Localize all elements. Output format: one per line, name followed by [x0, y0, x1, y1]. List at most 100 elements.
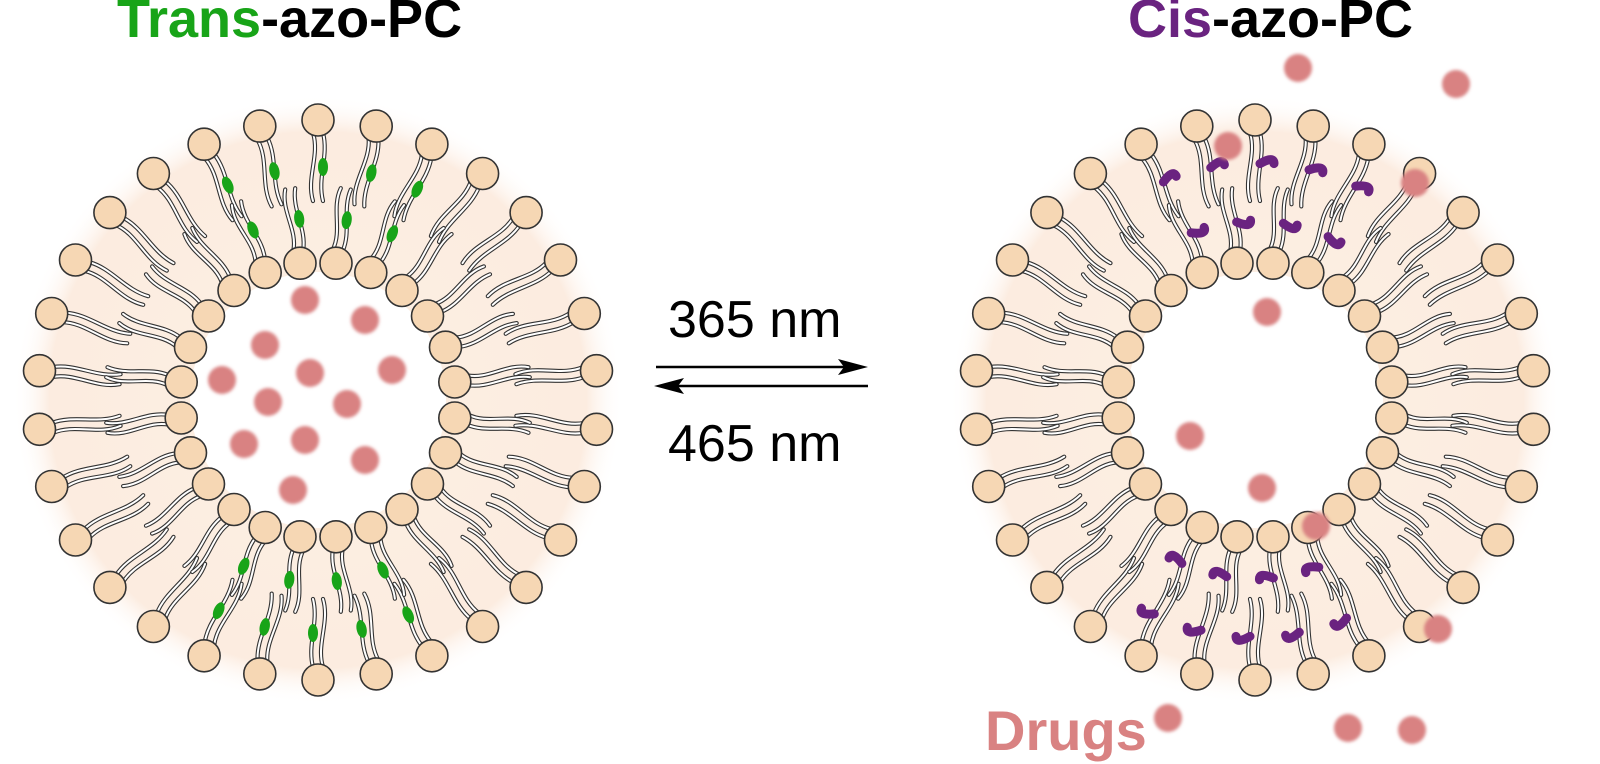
- lipid: [1347, 467, 1430, 536]
- lipid-head: [1238, 663, 1272, 697]
- lipid-tail-fill: [1082, 487, 1134, 527]
- lipid-tail-fill: [405, 227, 445, 279]
- drug-particle: [251, 331, 279, 359]
- lipid-tail-fill: [105, 413, 169, 425]
- lipid-tail-fill: [1220, 188, 1233, 252]
- lipid: [352, 109, 394, 209]
- lipid-tail-fill: [466, 423, 530, 434]
- lipid-head: [1030, 195, 1064, 230]
- lipid-tail-fill: [1058, 535, 1112, 584]
- lipid-tail-fill: [1428, 494, 1490, 531]
- lipid: [117, 435, 208, 489]
- lipid-head: [22, 412, 57, 447]
- lipid-tail-fill: [145, 273, 197, 313]
- lipid-head: [1185, 510, 1219, 545]
- forward-wavelength-label: 365 nm: [668, 291, 842, 349]
- lipid-tail-fill: [1376, 273, 1428, 313]
- lipid-head: [34, 469, 69, 504]
- lipid-tail-fill: [331, 187, 342, 251]
- lipid-tail-fill: [1349, 515, 1390, 567]
- lipid: [58, 493, 151, 557]
- lipid: [1080, 467, 1163, 536]
- lipid: [1124, 127, 1181, 223]
- lipid-tail-fill: [1025, 261, 1087, 298]
- lipid-tail-fill: [115, 224, 168, 272]
- lipid-head: [959, 353, 994, 388]
- lipid-tail-fill: [989, 424, 1059, 434]
- lipid-head: [1128, 467, 1163, 501]
- lipid: [1289, 109, 1330, 209]
- lipid-head: [242, 657, 277, 691]
- lipid-tail-fill: [1376, 487, 1428, 527]
- cis-azo-pc-title: Cis-azo-PC: [1128, 0, 1413, 46]
- lipid-head: [971, 469, 1006, 504]
- lipid-head: [509, 195, 543, 230]
- drug-particle: [333, 390, 361, 418]
- left-lipids: [22, 103, 614, 697]
- lipid-tail-fill: [1444, 455, 1512, 479]
- lipid-head: [1347, 299, 1382, 333]
- lipid-tail-fill: [987, 414, 1058, 424]
- cis-azo-group: [1351, 181, 1374, 197]
- lipid-tail-fill: [118, 452, 178, 478]
- lipid-tail-fill: [507, 455, 575, 479]
- drug-particle: [296, 359, 324, 387]
- lipid-head: [173, 330, 208, 365]
- lipid-tail-fill: [486, 261, 548, 298]
- lipid-tail-fill: [106, 422, 170, 435]
- trans-azo-group: [221, 176, 234, 194]
- trans-azo-group: [269, 162, 280, 180]
- drug-particle: [1284, 54, 1312, 82]
- lipid: [136, 156, 208, 244]
- lipid-head: [173, 435, 208, 470]
- lipid-tail-fill: [998, 455, 1066, 479]
- trans-azo-group: [356, 620, 367, 638]
- lipid-tail-fill: [393, 153, 423, 218]
- lipid-tail-fill: [1395, 322, 1455, 348]
- lipid-tail-fill: [240, 540, 266, 600]
- lipid: [1329, 127, 1386, 223]
- lipid: [143, 467, 226, 536]
- lipid-tail-fill: [64, 465, 132, 489]
- trans-azo-group: [259, 618, 270, 636]
- lipid-tail-fill: [121, 216, 175, 265]
- lipid-tail-fill: [1193, 138, 1210, 208]
- lipid-tail-fill: [1391, 312, 1451, 339]
- lipid: [1231, 596, 1272, 697]
- lipid-head: [242, 109, 277, 143]
- lipid: [22, 353, 123, 388]
- cis-label: Cis: [1128, 0, 1213, 49]
- lipid-tail-fill: [1441, 465, 1509, 489]
- lipid-tail-fill: [439, 273, 491, 313]
- lipid-tail-fill: [433, 494, 485, 535]
- lipid-tail-fill: [50, 375, 121, 386]
- lipid-tail-fill: [88, 502, 150, 539]
- lipid: [319, 519, 354, 614]
- lipid-tail-fill: [1150, 582, 1180, 647]
- lipid-tail-fill: [1423, 502, 1485, 539]
- lipid-tail-fill: [987, 375, 1058, 386]
- lipid-tail-fill: [1231, 549, 1242, 613]
- lipid: [1219, 186, 1256, 281]
- lipid-head: [1296, 657, 1330, 691]
- drug-particle: [279, 476, 307, 504]
- lipid-tail-fill: [145, 487, 197, 527]
- drug-particle: [291, 426, 319, 454]
- lipid: [283, 519, 317, 614]
- lipid-tail-fill: [191, 521, 231, 573]
- right-drugs: [1154, 54, 1470, 744]
- lipid-tail-fill: [203, 157, 234, 222]
- lipid: [143, 264, 226, 333]
- lipid-head: [301, 103, 335, 137]
- lipid-tail-fill: [1246, 132, 1254, 202]
- lipid-tail-fill: [379, 536, 406, 596]
- left-drugs: [208, 286, 406, 504]
- lipid-tail-fill: [105, 376, 169, 387]
- lipid-head: [359, 109, 394, 143]
- lipid-tail-fill: [52, 365, 122, 376]
- lipid-tail-fill: [504, 465, 572, 489]
- lipid: [1180, 591, 1221, 691]
- lipid-tail-fill: [412, 515, 453, 567]
- lipid: [242, 591, 284, 691]
